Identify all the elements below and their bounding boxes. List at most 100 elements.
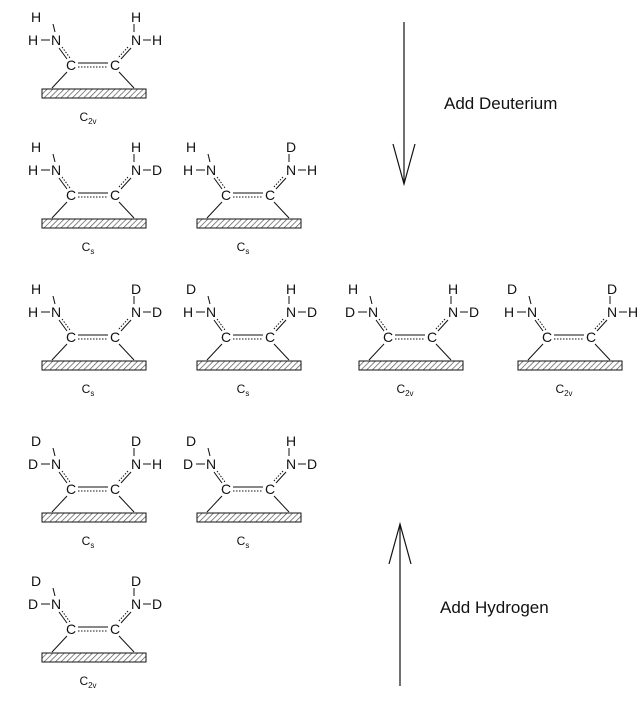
right-surface-bond [435,343,452,361]
right-surface-bond [118,71,135,89]
right-side-substituent: D [152,162,162,178]
left-nitrogen: N [206,162,216,178]
left-carbon: C [66,621,76,637]
left-nc-bond [58,47,68,60]
left-nitrogen: N [51,456,61,472]
left-carbon: C [66,481,76,497]
right-nitrogen: N [286,304,296,320]
right-top-substituent: H [131,139,141,155]
right-nitrogen: N [131,456,141,472]
symmetry-label: Cs [237,240,250,256]
right-nc-partial-bond [272,318,284,331]
right-nitrogen: N [448,304,458,320]
right-surface-bond [118,201,135,219]
left-nh-top-bond [52,295,56,305]
symmetry-subscript: 2v [564,389,572,398]
left-nc-partial-bond [216,470,226,483]
left-nh-top-bond [52,587,56,597]
right-top-substituent: D [131,573,141,589]
left-nc-partial-bond [537,318,547,331]
symmetry-label: C2v [555,382,572,398]
up-arrow-head [388,521,412,565]
left-top-substituent: H [31,281,41,297]
down-arrow-head [392,143,416,187]
right-nc-bond [120,47,132,60]
right-nc-bond [275,177,287,190]
left-top-substituent: H [186,139,196,155]
right-nc-partial-bond [272,176,284,189]
symmetry-label: Cs [82,534,95,550]
left-side-substituent: H [183,304,193,320]
right-carbon: C [110,621,120,637]
surface-slab [196,512,302,523]
right-carbon: C [110,481,120,497]
left-nitrogen: N [51,32,61,48]
left-surface-bond [51,201,68,219]
left-nc-bond [213,471,223,484]
surface-slab [41,218,147,229]
surface-slab [196,218,302,229]
left-surface-bond [206,201,223,219]
symmetry-subscript: 2v [405,389,413,398]
right-side-substituent: D [469,304,479,320]
left-nh-top-bond [207,447,211,457]
left-nc-bond [534,319,544,332]
right-nc-bond [120,471,132,484]
right-top-substituent: D [607,281,617,297]
symmetry-label: Cs [82,240,95,256]
right-carbon: C [265,187,275,203]
right-carbon: C [110,57,120,73]
symmetry-subscript: s [245,389,249,398]
left-nitrogen: N [368,304,378,320]
left-top-substituent: H [31,9,41,25]
right-surface-bond [273,343,290,361]
left-surface-bond [206,343,223,361]
left-side-substituent: H [504,304,514,320]
right-nc-partial-bond [272,470,284,483]
left-nc-bond [58,319,68,332]
right-side-substituent: H [152,456,162,472]
symmetry-label: C2v [79,674,96,690]
right-top-substituent: H [286,433,296,449]
symmetry-subscript: s [245,247,249,256]
right-nitrogen: N [131,304,141,320]
left-nc-bond [375,319,385,332]
right-carbon: C [586,329,596,345]
right-nc-bond [120,319,132,332]
right-nc-partial-bond [117,610,129,623]
left-top-substituent: D [507,281,517,297]
left-carbon: C [66,57,76,73]
right-nitrogen: N [131,162,141,178]
left-nc-partial-bond [216,176,226,189]
left-carbon: C [221,187,231,203]
left-top-substituent: D [186,433,196,449]
right-nc-partial-bond [593,318,605,331]
left-nh-top-bond [207,295,211,305]
symmetry-subscript: s [245,541,249,550]
left-surface-bond [206,495,223,513]
left-nitrogen: N [51,162,61,178]
symmetry-subscript: s [90,247,94,256]
left-side-substituent: H [183,162,193,178]
right-nc-bond [275,319,287,332]
right-surface-bond [273,201,290,219]
right-side-substituent: D [307,304,317,320]
right-top-substituent: H [131,9,141,25]
left-carbon: C [542,329,552,345]
right-nitrogen: N [286,456,296,472]
right-nitrogen: N [131,596,141,612]
right-nc-bond [596,319,608,332]
right-surface-bond [594,343,611,361]
symmetry-subscript: s [90,541,94,550]
left-nc-partial-bond [216,318,226,331]
left-surface-bond [51,71,68,89]
symmetry-label: C2v [79,110,96,126]
left-carbon: C [383,329,393,345]
right-carbon: C [110,329,120,345]
